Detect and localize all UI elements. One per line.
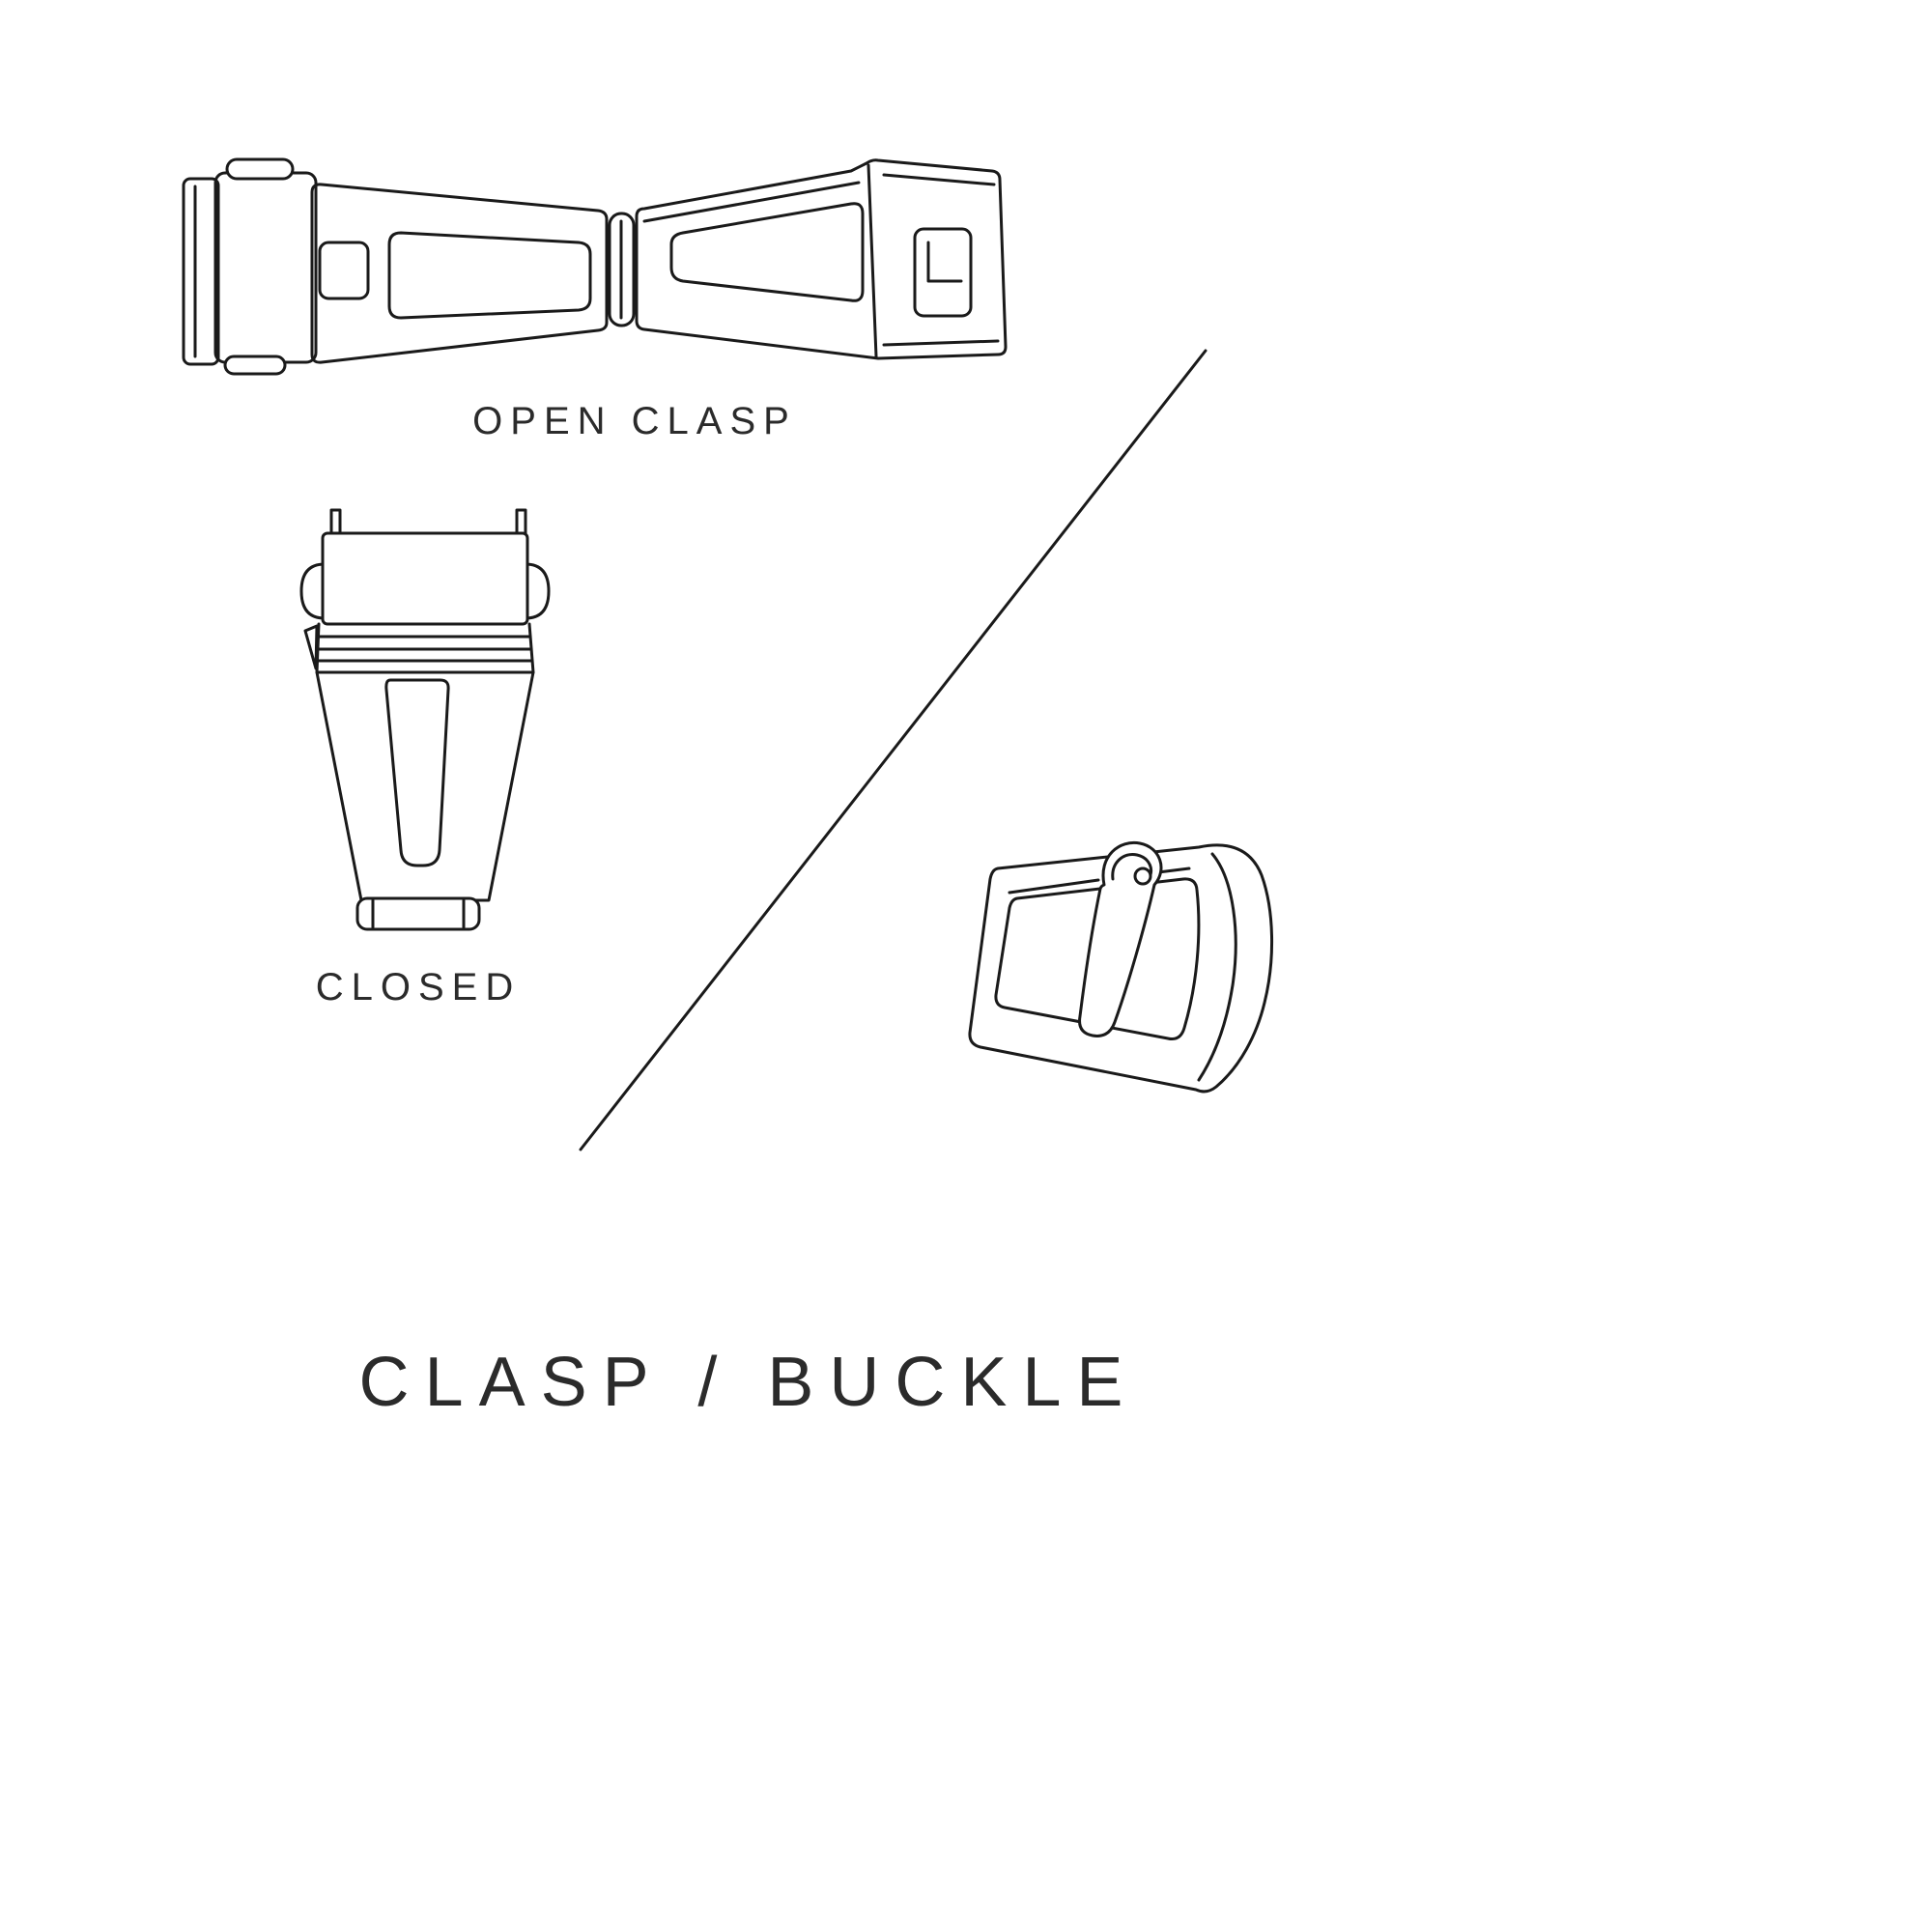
closed-clasp-label: CLOSED: [315, 966, 522, 1009]
open-clasp-left-arm: [310, 183, 609, 364]
diagram-title: CLASP / BUCKLE: [358, 1344, 1139, 1421]
buckle-figure: [959, 833, 1283, 1108]
open-clasp-illustration: [182, 157, 1008, 376]
open-clasp-left-end-link: [182, 157, 318, 376]
buckle-illustration: [968, 840, 1273, 1094]
open-clasp-figure: [169, 140, 1019, 401]
closed-clasp-body: [315, 670, 535, 902]
closed-clasp-top-link: [299, 531, 551, 626]
closed-clasp-prongs: [329, 508, 527, 537]
buckle-crossbar: [1008, 867, 1191, 895]
open-clasp-right-arm: [635, 158, 1008, 360]
closed-clasp-fold-band: [303, 622, 535, 674]
buckle-tang: [1078, 840, 1163, 1037]
closed-clasp-figure: [296, 504, 552, 934]
open-clasp-label: OPEN CLASP: [472, 400, 797, 442]
closed-clasp-illustration: [299, 508, 551, 931]
open-clasp-hinge: [608, 212, 636, 327]
closed-clasp-bottom-bar: [355, 896, 481, 931]
